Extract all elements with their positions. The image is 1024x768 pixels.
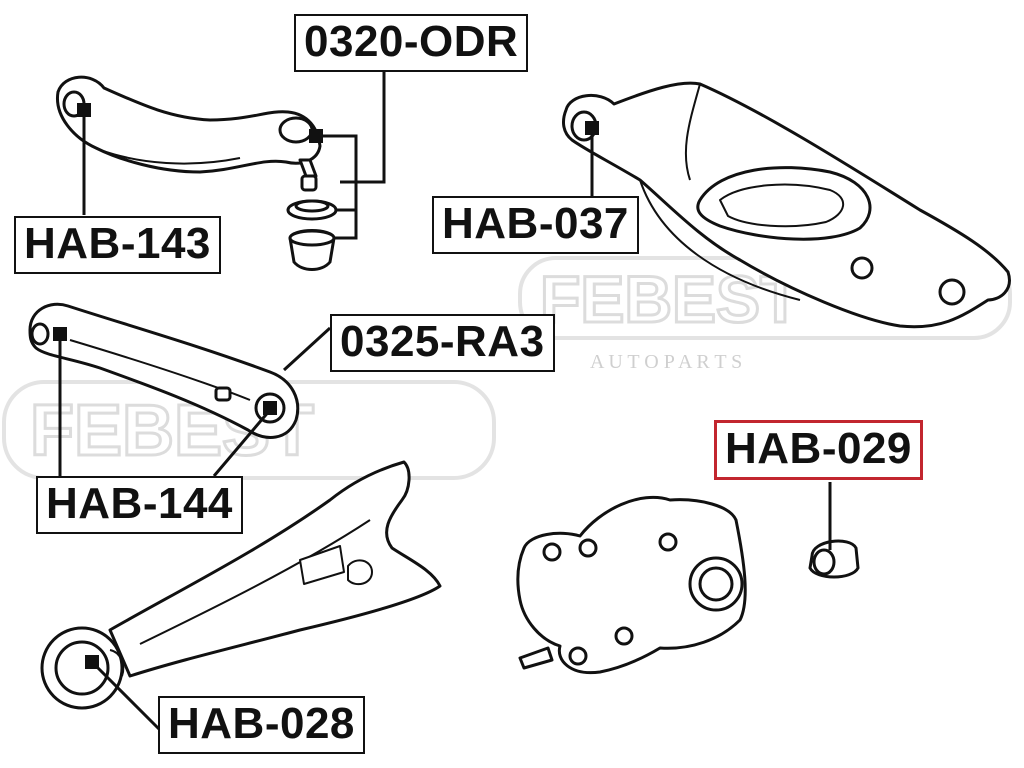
label-hab-144: HAB-144 bbox=[36, 476, 243, 534]
label-0325-ra3: 0325-RA3 bbox=[330, 314, 555, 372]
rear-knuckle bbox=[516, 495, 747, 675]
leader-lines bbox=[58, 66, 832, 732]
watermark-brand-right: FEBEST bbox=[540, 262, 800, 336]
label-hab-143: HAB-143 bbox=[14, 216, 221, 274]
label-hab-037: HAB-037 bbox=[432, 196, 639, 254]
callout-markers bbox=[53, 103, 599, 669]
ball-joint-boot bbox=[286, 199, 338, 271]
watermark-subtitle-right: A U T O P A R T S bbox=[590, 351, 742, 373]
lower-control-arm-large bbox=[562, 81, 1011, 329]
lateral-link bbox=[28, 302, 300, 439]
watermark-right: FEBEST A U T O P A R T S bbox=[518, 256, 1012, 373]
bushing-hab-029 bbox=[808, 539, 860, 579]
upper-control-arm bbox=[56, 75, 322, 192]
label-hab-029: HAB-029 bbox=[714, 420, 923, 480]
label-0320-odr: 0320-ODR bbox=[294, 14, 529, 72]
label-hab-028: HAB-028 bbox=[158, 696, 365, 754]
